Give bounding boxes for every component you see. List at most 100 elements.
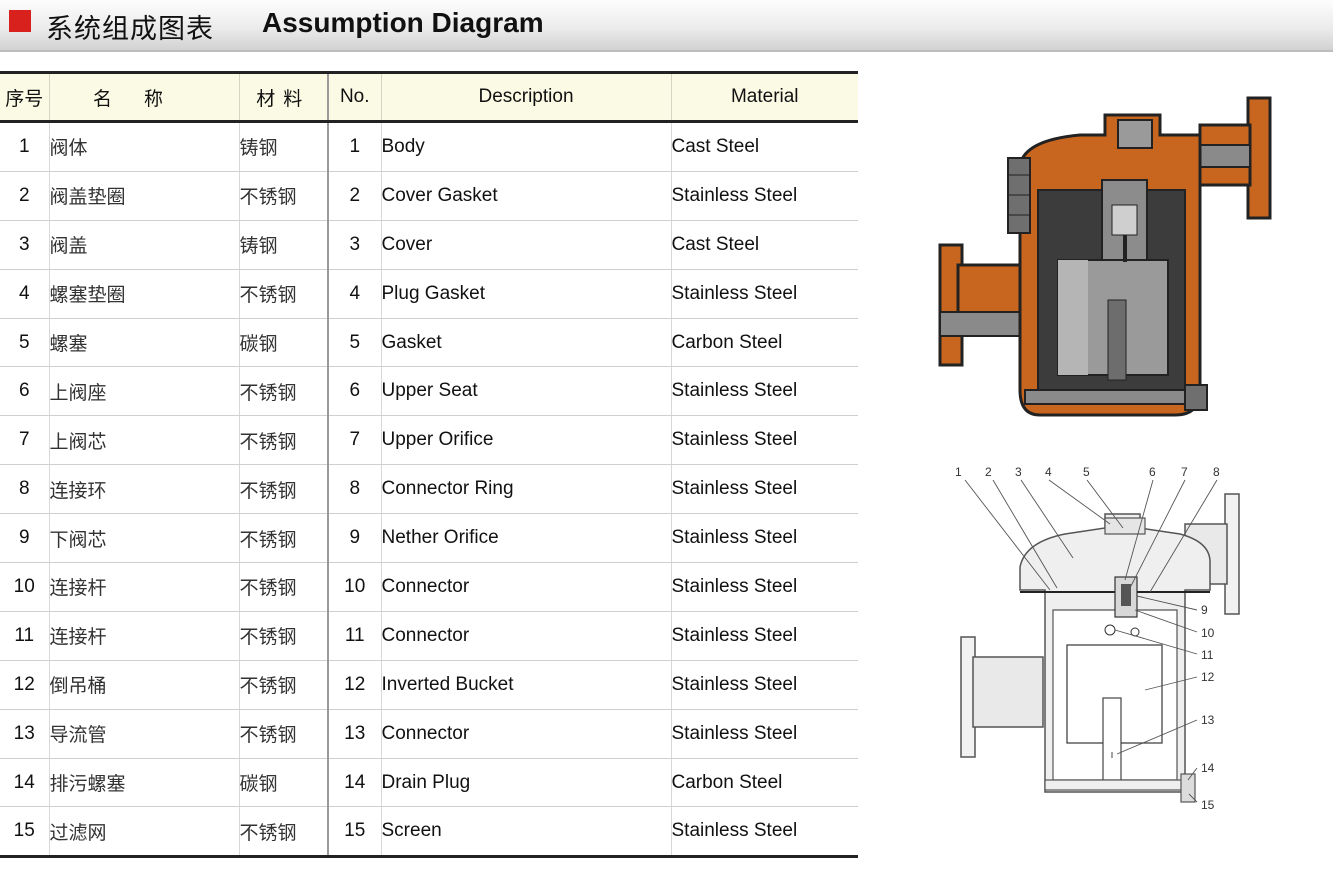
cell-seq: 1: [0, 121, 49, 172]
callout-11: 11: [1201, 648, 1214, 662]
cell-seq: 13: [0, 709, 49, 759]
cell-seq: 3: [0, 220, 49, 270]
page-header: 系统组成图表 Assumption Diagram: [0, 0, 1333, 52]
cutaway-drawing: [938, 96, 1272, 417]
cell-no: 12: [327, 660, 381, 710]
cell-material: Stainless Steel: [670, 415, 858, 466]
cell-name-cn: 螺塞: [48, 318, 239, 368]
cell-seq: 11: [0, 611, 49, 661]
cell-name-cn: 导流管: [48, 709, 239, 759]
title-chinese: 系统组成图表: [46, 14, 214, 45]
callout-3: 3: [1015, 465, 1022, 479]
cell-seq: 2: [0, 171, 49, 221]
cell-material: Stainless Steel: [670, 562, 858, 612]
title-english: Assumption Diagram: [262, 7, 544, 38]
cell-description: Cover Gasket: [380, 171, 671, 221]
cell-material-cn: 碳钢: [238, 318, 329, 368]
header-no: No.: [327, 72, 381, 123]
cell-no: 14: [327, 758, 381, 808]
cell-no: 6: [327, 366, 381, 417]
callout-5: 5: [1083, 465, 1090, 479]
cell-no: 8: [327, 464, 381, 515]
cell-name-cn: 连接杆: [48, 562, 239, 612]
cell-material: Stainless Steel: [670, 660, 858, 710]
red-square-icon: [9, 10, 31, 32]
cell-material-cn: 铸钢: [238, 220, 329, 270]
cell-no: 2: [327, 171, 381, 221]
header-description: Description: [380, 72, 671, 123]
cell-material: Stainless Steel: [670, 269, 858, 319]
cell-seq: 10: [0, 562, 49, 612]
cell-description: Gasket: [380, 318, 671, 368]
cell-seq: 4: [0, 269, 49, 319]
cell-material-cn: 铸钢: [238, 121, 329, 172]
cell-name-cn: 阀盖垫圈: [48, 171, 239, 221]
cell-description: Connector: [380, 562, 671, 612]
header-material-cn: 材料: [238, 72, 329, 123]
callout-9: 9: [1201, 603, 1208, 617]
cell-no: 3: [327, 220, 381, 270]
cell-name-cn: 连接环: [48, 464, 239, 515]
cell-no: 4: [327, 269, 381, 319]
cell-material: Stainless Steel: [670, 171, 858, 221]
cell-description: Screen: [380, 806, 671, 858]
cell-seq: 5: [0, 318, 49, 368]
cell-description: Upper Seat: [380, 366, 671, 417]
cell-material: Cast Steel: [670, 220, 858, 270]
cell-no: 15: [327, 806, 381, 858]
header-name-cn: 名称: [48, 72, 239, 123]
cell-material-cn: 不锈钢: [238, 171, 329, 221]
cell-name-cn: 排污螺塞: [48, 758, 239, 808]
cell-material-cn: 不锈钢: [238, 562, 329, 612]
cell-seq: 9: [0, 513, 49, 564]
cell-description: Connector Ring: [380, 464, 671, 515]
cell-description: Nether Orifice: [380, 513, 671, 564]
cell-material: Stainless Steel: [670, 464, 858, 515]
assembly-line-drawing: 1 2 3 4 5 6 7 8 9 10 11 12 13 14 15: [955, 465, 1240, 812]
cell-name-cn: 连接杆: [48, 611, 239, 661]
cell-seq: 12: [0, 660, 49, 710]
cell-material-cn: 不锈钢: [238, 806, 329, 858]
callout-13: 13: [1201, 713, 1215, 727]
cell-name-cn: 阀体: [48, 121, 239, 172]
cell-material-cn: 不锈钢: [238, 366, 329, 417]
callout-1: 1: [955, 465, 962, 479]
cell-description: Inverted Bucket: [380, 660, 671, 710]
cell-material-cn: 不锈钢: [238, 415, 329, 466]
cell-no: 10: [327, 562, 381, 612]
cell-name-cn: 上阀芯: [48, 415, 239, 466]
cell-material: Stainless Steel: [670, 611, 858, 661]
table-header-row: 序号 名称 材料 No. Description Material: [0, 72, 858, 123]
callout-14: 14: [1201, 761, 1215, 775]
cell-material: Carbon Steel: [670, 758, 858, 808]
header-seq: 序号: [0, 72, 49, 123]
cell-name-cn: 过滤网: [48, 806, 239, 858]
cell-material-cn: 不锈钢: [238, 660, 329, 710]
cell-description: Cover: [380, 220, 671, 270]
callout-2: 2: [985, 465, 992, 479]
cell-material: Carbon Steel: [670, 318, 858, 368]
cell-no: 11: [327, 611, 381, 661]
cell-material: Stainless Steel: [670, 513, 858, 564]
cell-description: Upper Orifice: [380, 415, 671, 466]
header-material: Material: [670, 72, 858, 123]
cell-seq: 6: [0, 366, 49, 417]
cell-material: Stainless Steel: [670, 366, 858, 417]
cell-name-cn: 倒吊桶: [48, 660, 239, 710]
cell-material-cn: 不锈钢: [238, 513, 329, 564]
cell-seq: 15: [0, 806, 49, 858]
